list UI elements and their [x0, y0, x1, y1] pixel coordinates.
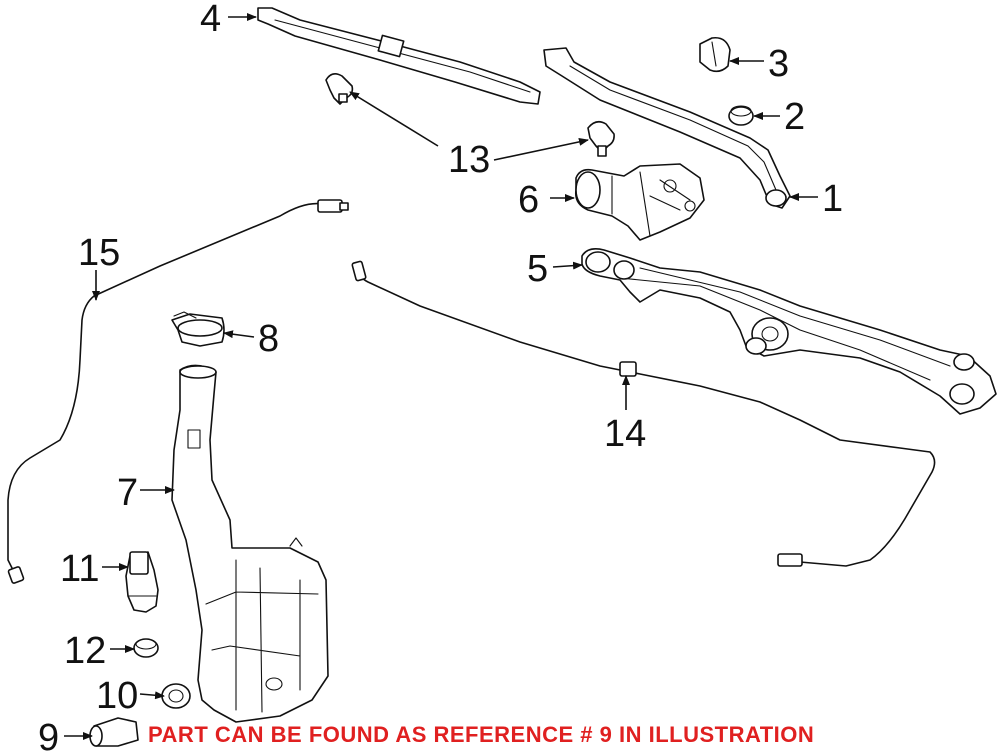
grommet-part: [133, 638, 159, 658]
callout-2: 2: [784, 96, 805, 138]
level-sensor-part: [89, 717, 139, 747]
washer-pump-part: [125, 551, 159, 613]
callout-3: 3: [768, 43, 789, 85]
callout-10: 10: [96, 675, 138, 717]
washer-hose-part: [351, 260, 936, 567]
callout-9: 9: [38, 717, 59, 754]
wiper-motor-part: [574, 163, 705, 241]
callout-4: 4: [200, 0, 221, 40]
reference-note: PART CAN BE FOUND AS REFERENCE # 9 IN IL…: [148, 722, 815, 747]
filler-cap-part: [171, 311, 225, 347]
callout-14: 14: [604, 413, 646, 455]
seal-part: [161, 683, 191, 709]
callout-8: 8: [258, 318, 279, 360]
callout-12: 12: [64, 630, 106, 672]
washer-nozzle-right-part: [587, 120, 615, 157]
washer-reservoir-part: [171, 364, 329, 723]
washer-nozzle-left-part: [325, 72, 354, 105]
callout-5: 5: [527, 248, 548, 290]
callout-6: 6: [518, 179, 539, 221]
callout-11: 11: [60, 548, 99, 590]
callout-1: 1: [822, 178, 843, 220]
nut-cap-part: [728, 105, 754, 126]
wiper-blade-part: [257, 7, 541, 105]
wiper-linkage-part: [581, 248, 997, 415]
callout-15: 15: [78, 232, 120, 274]
callout-13: 13: [448, 139, 490, 181]
callout-7: 7: [117, 472, 138, 514]
pivot-cap-part: [699, 36, 731, 73]
washer-hose-rear-part: [7, 199, 349, 584]
wiper-arm-part: [543, 47, 791, 209]
leader-arrows: [64, 13, 818, 740]
